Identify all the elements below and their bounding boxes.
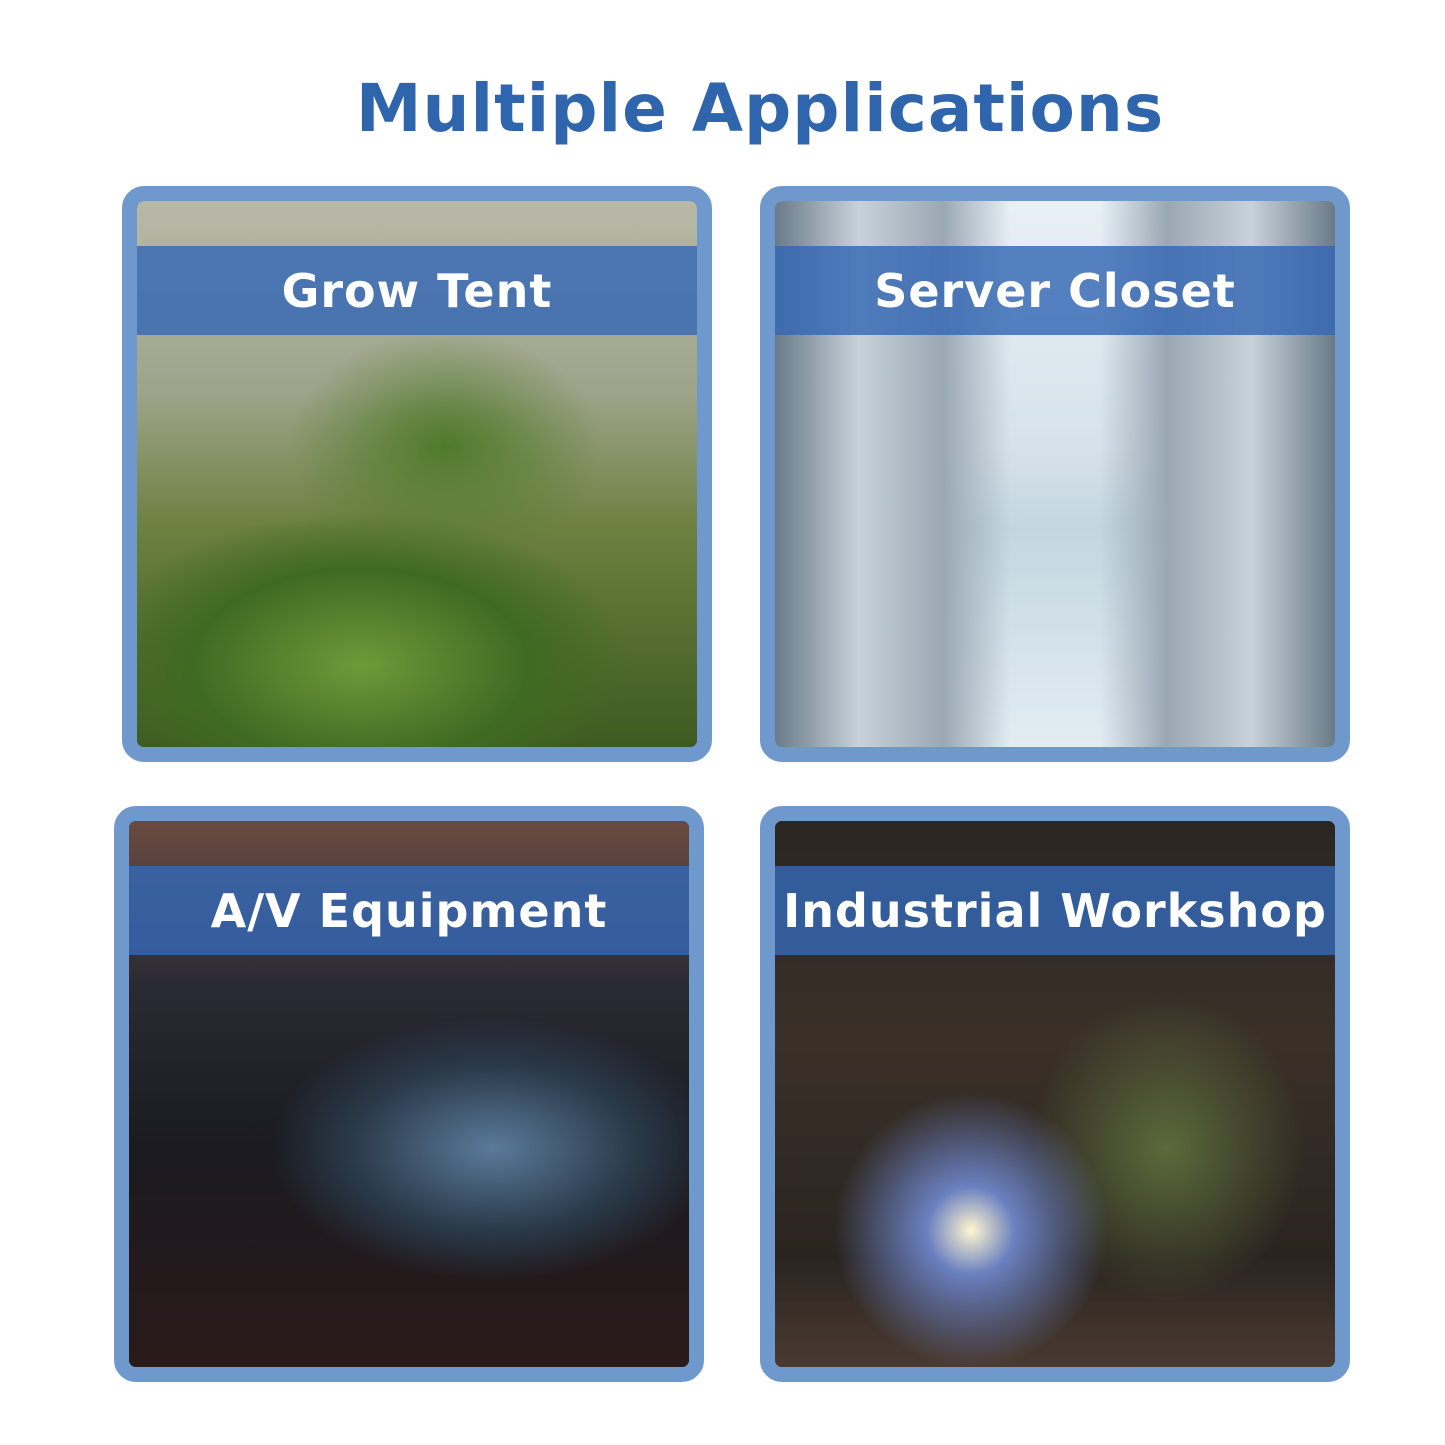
card-grow-tent: Grow Tent: [122, 186, 712, 762]
card-label-band: A/V Equipment: [129, 866, 689, 955]
card-label: A/V Equipment: [210, 883, 608, 938]
page-title: Multiple Applications: [355, 70, 1165, 147]
card-label: Grow Tent: [281, 263, 553, 318]
card-label: Industrial Workshop: [783, 883, 1327, 938]
card-industrial-workshop: Industrial Workshop: [760, 806, 1350, 1382]
card-av-equipment: A/V Equipment: [114, 806, 704, 1382]
card-label-band: Grow Tent: [137, 246, 697, 335]
card-label: Server Closet: [874, 263, 1236, 318]
card-server-closet: Server Closet: [760, 186, 1350, 762]
card-label-band: Server Closet: [775, 246, 1335, 335]
card-label-band: Industrial Workshop: [775, 866, 1335, 955]
